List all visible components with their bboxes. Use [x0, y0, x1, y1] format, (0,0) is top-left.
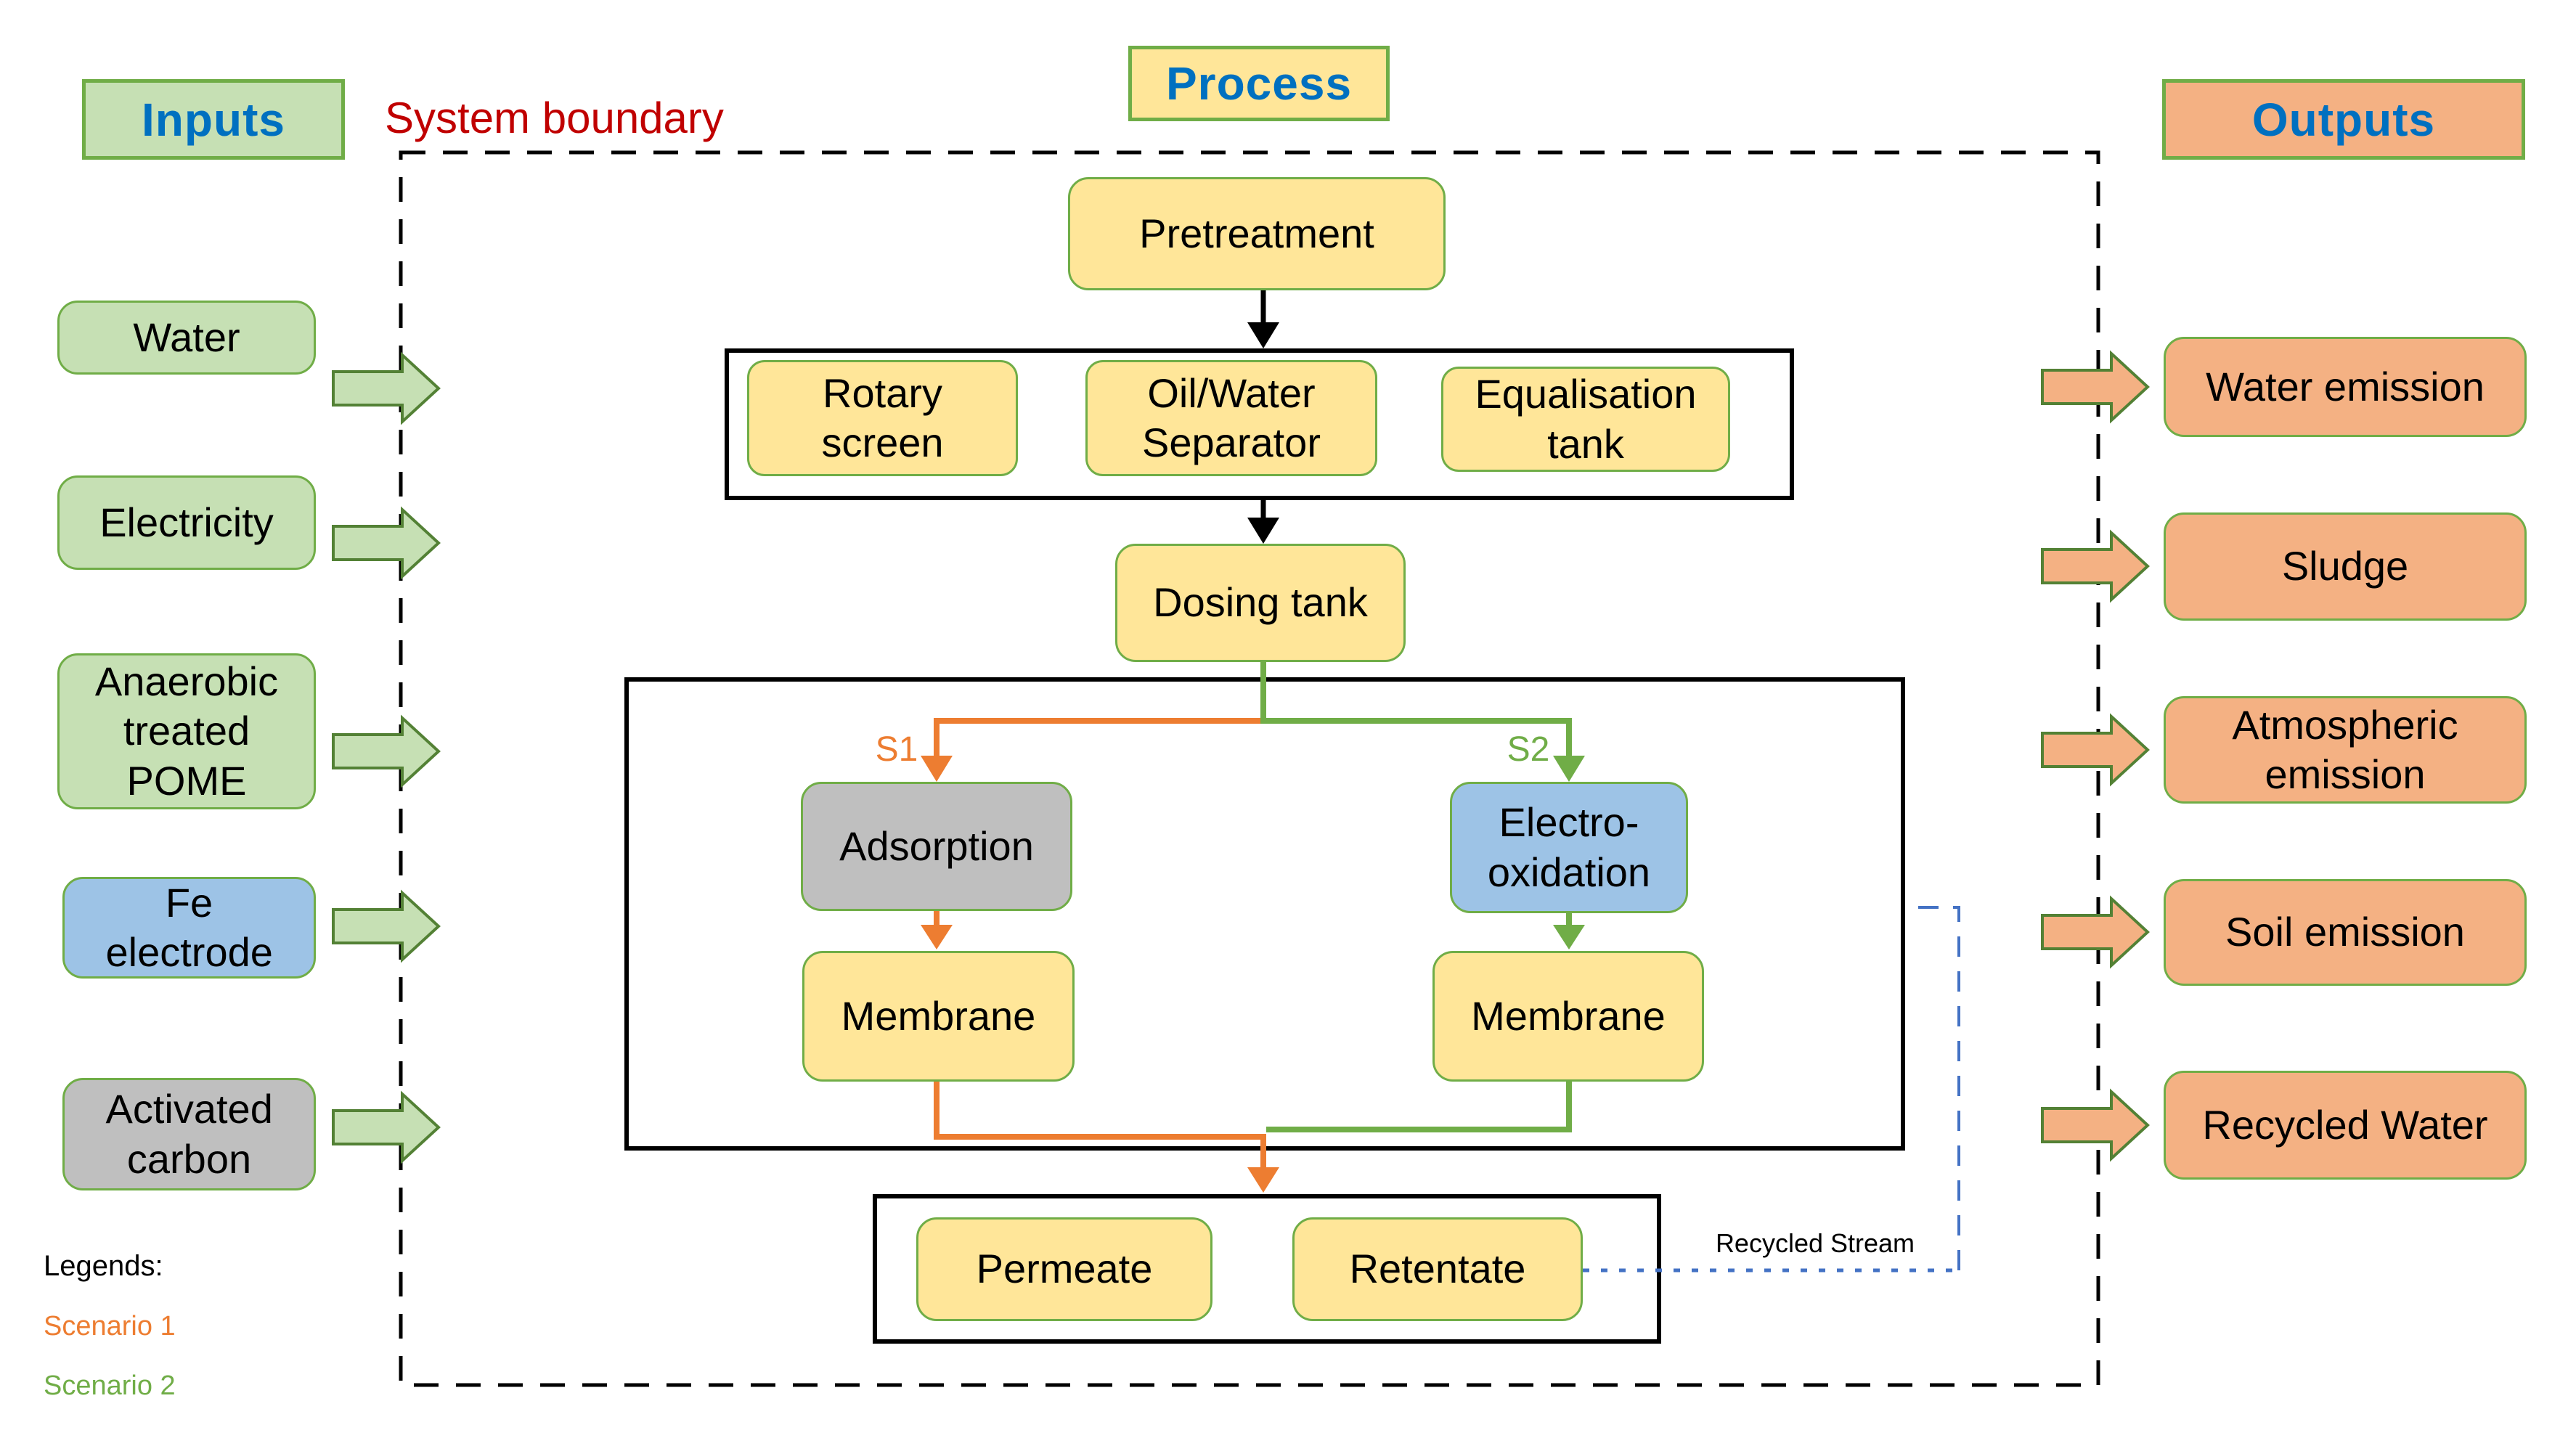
legend-scenario1: Scenario 1 [44, 1311, 176, 1341]
input-box-water-label: Water [133, 314, 240, 360]
input-box-fe-electrode-label: Fe electrode [105, 879, 273, 975]
rotary-screen-label: Rotary screen [821, 369, 944, 465]
input-arrow-activated-carbon [332, 1090, 441, 1164]
process-node-membrane-s2: Membrane [1432, 951, 1704, 1082]
legend-title: Legends: [44, 1250, 163, 1282]
output-box-atmospheric-emission-label: Atmospheric emission [2232, 701, 2458, 797]
merge-to-results-arrowhead [1247, 1167, 1279, 1193]
input-box-activated-carbon: Activated carbon [62, 1078, 316, 1190]
outputs-header: Outputs [2162, 79, 2525, 160]
process-node-electro-oxidation: Electro-oxidation [1450, 782, 1688, 913]
scenario1-branch-line [934, 718, 1263, 757]
input-arrow-pome [332, 714, 441, 788]
input-arrow-water [332, 351, 441, 425]
process-node-retentate: Retentate [1292, 1217, 1583, 1321]
output-box-soil-emission: Soil emission [2164, 879, 2527, 986]
adsorption-to-membrane-arrowhead [921, 925, 953, 949]
inputs-header: Inputs [82, 79, 345, 160]
output-box-atmospheric-emission: Atmospheric emission [2164, 696, 2527, 804]
membrane-s1-label: Membrane [841, 992, 1036, 1039]
legend-scenario2: Scenario 2 [44, 1371, 176, 1401]
scenario1-branch-arrowhead [921, 756, 953, 782]
dosing-tank-label: Dosing tank [1153, 579, 1368, 626]
output-box-sludge-label: Sludge [2281, 543, 2409, 589]
output-arrow-soil-emission [2041, 895, 2150, 969]
input-arrow-fe-electrode [332, 889, 441, 963]
membrane-s2-label: Membrane [1471, 992, 1666, 1039]
scenario2-merge-line [1266, 1082, 1572, 1132]
output-box-sludge: Sludge [2164, 512, 2527, 621]
process-node-membrane-s1: Membrane [802, 951, 1075, 1082]
output-box-water-emission-label: Water emission [2206, 363, 2485, 409]
pretreatment-label: Pretreatment [1139, 210, 1374, 256]
system-boundary-outline [399, 150, 2100, 1387]
output-arrow-water-emission [2041, 350, 2150, 424]
oil-water-separator-label: Oil/Water Separator [1142, 369, 1321, 465]
output-arrow-atmospheric-emission [2041, 713, 2150, 787]
process-node-adsorption: Adsorption [801, 782, 1072, 911]
permeate-label: Permeate [976, 1246, 1153, 1292]
system-boundary-label: System boundary [385, 94, 724, 142]
process-node-oil-water-separator: Oil/Water Separator [1085, 360, 1377, 476]
scenario1-stream-label: S1 [875, 730, 918, 769]
scenario2-branch-arrowhead [1553, 756, 1585, 782]
units-to-dosing-arrowhead [1247, 518, 1279, 544]
output-arrow-sludge [2041, 529, 2150, 603]
output-box-recycled-water: Recycled Water [2164, 1071, 2527, 1180]
recycled-stream-dashed-line [1908, 906, 1960, 1270]
input-box-activated-carbon-label: Activated carbon [105, 1086, 273, 1182]
process-header: Process [1128, 46, 1390, 121]
process-node-pretreatment: Pretreatment [1068, 177, 1446, 290]
electro-oxidation-label: Electro-oxidation [1487, 799, 1651, 895]
output-arrow-recycled-water [2041, 1088, 2150, 1162]
input-arrow-electricity [332, 506, 441, 580]
equalisation-tank-label: Equalisation tank [1475, 371, 1697, 467]
output-box-recycled-water-label: Recycled Water [2202, 1101, 2488, 1148]
process-node-permeate: Permeate [916, 1217, 1212, 1321]
retentate-label: Retentate [1349, 1246, 1526, 1292]
input-box-water: Water [57, 301, 316, 375]
input-box-fe-electrode: Fe electrode [62, 877, 316, 979]
process-node-equalisation-tank: Equalisation tank [1441, 367, 1730, 472]
dosing-to-scenario2-branch-line [1260, 662, 1572, 757]
pretreatment-to-units-arrowhead [1247, 322, 1279, 348]
inputs-header-label: Inputs [142, 93, 285, 146]
input-box-electricity: Electricity [57, 475, 316, 570]
output-box-soil-emission-label: Soil emission [2225, 909, 2465, 955]
outputs-header-label: Outputs [2251, 93, 2436, 146]
recycled-stream-label: Recycled Stream [1715, 1228, 1915, 1258]
process-header-label: Process [1165, 57, 1353, 110]
input-box-electricity-label: Electricity [99, 499, 274, 545]
scenario1-merge-line [934, 1082, 1266, 1169]
input-box-pome-label: Anaerobic treated POME [94, 658, 279, 804]
process-node-dosing-tank: Dosing tank [1115, 544, 1406, 662]
electrooxidation-to-membrane-arrowhead [1553, 925, 1585, 949]
scenario2-stream-label: S2 [1507, 730, 1550, 769]
adsorption-label: Adsorption [839, 822, 1034, 869]
input-box-pome: Anaerobic treated POME [57, 653, 316, 809]
output-box-water-emission: Water emission [2164, 337, 2527, 437]
process-node-rotary-screen: Rotary screen [747, 360, 1018, 476]
